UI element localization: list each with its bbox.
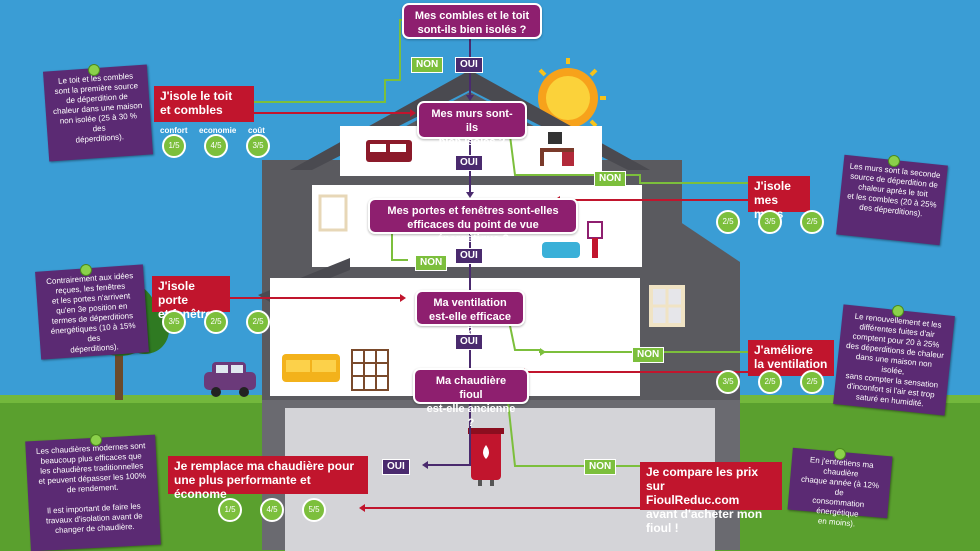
- window-left: [318, 194, 348, 232]
- bathtub-icon: [542, 221, 603, 258]
- pushpin-icon: [80, 264, 92, 276]
- rating-economy-doors: 2/5: [204, 310, 228, 334]
- rating-comfort-boiler: 1/5: [218, 498, 242, 522]
- rating-comfort-ventilation: 3/5: [716, 370, 740, 394]
- sun-icon: [538, 58, 606, 128]
- rating-comfort-walls: 2/5: [716, 210, 740, 234]
- answer-no-doors: NON: [415, 255, 448, 271]
- rating-label-economy: economie: [199, 126, 237, 135]
- answer-yes-doors: OUI: [455, 248, 483, 264]
- action-compare-prices: Je compare les prix sur FioulReduc.com a…: [640, 462, 782, 535]
- rating-cost-walls: 2/5: [800, 210, 824, 234]
- pushpin-icon: [88, 64, 100, 76]
- desk-icon: [540, 132, 574, 166]
- answer-yes-walls: OUI: [455, 155, 483, 171]
- flow-connectors: [160, 19, 760, 509]
- rating-economy-roof: 4/5: [204, 134, 228, 158]
- note-roof: Le toit et les combles sont la première …: [42, 64, 154, 162]
- rating-cost-doors: 2/5: [246, 310, 270, 334]
- rating-label-comfort: confort: [160, 126, 188, 135]
- pushpin-icon: [892, 305, 904, 317]
- boiler-tank-icon: [468, 428, 504, 486]
- rating-comfort-doors: 3/5: [162, 310, 186, 334]
- answer-no-ventilation: NON: [632, 347, 665, 363]
- answer-yes-ventilation: OUI: [455, 334, 483, 350]
- pushpin-icon: [888, 155, 900, 167]
- sofa-icon: [282, 354, 340, 382]
- shelf-icon: [351, 349, 389, 391]
- question-doors-windows: Mes portes et fenêtres sont-elles effica…: [368, 198, 578, 245]
- answer-no-roof: NON: [411, 57, 444, 73]
- bed-icon: [366, 140, 412, 162]
- note-boiler: Les chaudières modernes sont beaucoup pl…: [25, 434, 161, 551]
- rating-economy-ventilation: 2/5: [758, 370, 782, 394]
- pushpin-icon: [90, 434, 102, 446]
- rating-label-cost: coût: [248, 126, 265, 135]
- answer-no-walls: NON: [594, 171, 627, 187]
- car-icon: [204, 362, 256, 397]
- rating-economy-boiler: 4/5: [260, 498, 284, 522]
- action-replace-boiler: Je remplace ma chaudière pour une plus p…: [168, 456, 368, 501]
- note-ventilation: Le renouvellement et les différentes fui…: [833, 304, 955, 416]
- answer-yes-boiler: OUI: [382, 459, 410, 475]
- action-insulate-doors: J'isole porte et fenêtres: [152, 276, 230, 321]
- rating-cost-roof: 3/5: [246, 134, 270, 158]
- rating-cost-ventilation: 2/5: [800, 370, 824, 394]
- question-walls-insulated: Mes murs sont-ils bien isolés ?: [417, 101, 527, 148]
- action-improve-ventilation: J'améliore la ventilation: [748, 340, 834, 376]
- note-doors: Contrairement aux idées reçues, les fenê…: [35, 264, 149, 360]
- rating-economy-walls: 3/5: [758, 210, 782, 234]
- answer-yes-roof: OUI: [455, 57, 483, 73]
- action-insulate-roof: J'isole le toit et combles: [154, 86, 254, 122]
- question-ventilation: Ma ventilation est-elle efficace ?: [415, 290, 525, 337]
- window-right: [649, 285, 685, 327]
- rating-comfort-roof: 1/5: [162, 134, 186, 158]
- question-boiler-old: Ma chaudière fioul est-elle ancienne ?: [413, 368, 529, 429]
- rating-cost-boiler: 5/5: [302, 498, 326, 522]
- question-roof-insulated: Mes combles et le toit sont-ils bien iso…: [402, 3, 542, 39]
- note-walls: Les murs sont la seconde source de déper…: [836, 154, 948, 246]
- action-insulate-walls: J'isole mes murs: [748, 176, 810, 221]
- pushpin-icon: [834, 448, 846, 460]
- answer-no-boiler: NON: [584, 459, 617, 475]
